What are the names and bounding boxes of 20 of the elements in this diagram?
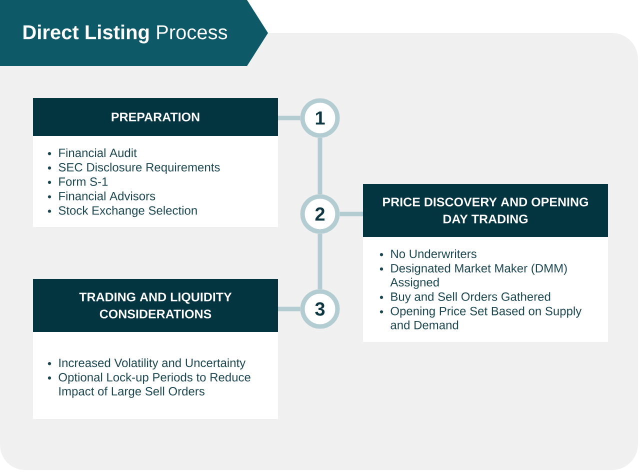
- list-item: Financial Audit: [59, 148, 137, 158]
- list-item: Financial Advisors: [59, 192, 156, 200]
- connector-line: [278, 116, 300, 120]
- connector-line: [278, 306, 300, 312]
- card-heading: PREPARATION: [33, 98, 278, 136]
- list-item: No Underwriters: [391, 249, 476, 258]
- list-item: Designated Market Maker (DMM) Assigned: [390, 264, 567, 289]
- card-heading: TRADING AND LIQUIDITY CONSIDERATIONS: [33, 279, 278, 332]
- title-banner: Direct Listing Process: [0, 0, 268, 66]
- list-item: Stock Exchange Selection: [58, 206, 197, 218]
- list-item: Form S-1: [59, 177, 108, 186]
- connector-line: [340, 212, 363, 216]
- list-item: Optional Lock-up Periods to Reduce Impact of Large Sell Orders: [58, 372, 250, 398]
- list-item: Opening Price Set Based on Supply and Demand: [390, 306, 582, 330]
- connector-line: [318, 234, 322, 290]
- connector-line: [318, 138, 322, 194]
- list-item: Increased Volatility and Uncertainty: [59, 358, 246, 370]
- list-item: Buy and Sell Orders Gathered: [391, 292, 550, 304]
- list-item: SEC Disclosure Requirements: [58, 162, 220, 174]
- card-heading: PRICE DISCOVERY AND OPENING DAY TRADING: [363, 184, 608, 237]
